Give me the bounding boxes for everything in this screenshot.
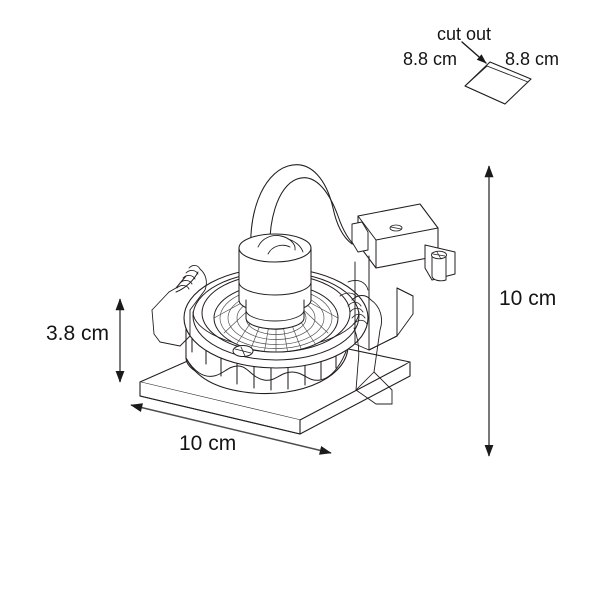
depth-dimension-label: 10 cm xyxy=(499,287,557,310)
driver-box xyxy=(351,203,456,282)
width-dimension-line xyxy=(130,403,332,455)
cutout-width-label: 8.8 cm xyxy=(403,49,458,69)
spring-clip-left xyxy=(151,265,207,347)
cutout-arrow xyxy=(461,41,487,64)
height-dimension-label: 3.8 cm xyxy=(46,322,110,345)
lamp-body xyxy=(238,233,312,330)
cutout-depth-label: 8.8 cm xyxy=(505,49,560,69)
mounting-bracket xyxy=(354,255,414,351)
spring-clip-right xyxy=(339,292,393,405)
width-dimension-label: 10 cm xyxy=(179,432,237,455)
housing-screw xyxy=(232,345,254,357)
cutout-diagram xyxy=(464,61,532,105)
cutout-title-label: cut out xyxy=(437,24,492,44)
